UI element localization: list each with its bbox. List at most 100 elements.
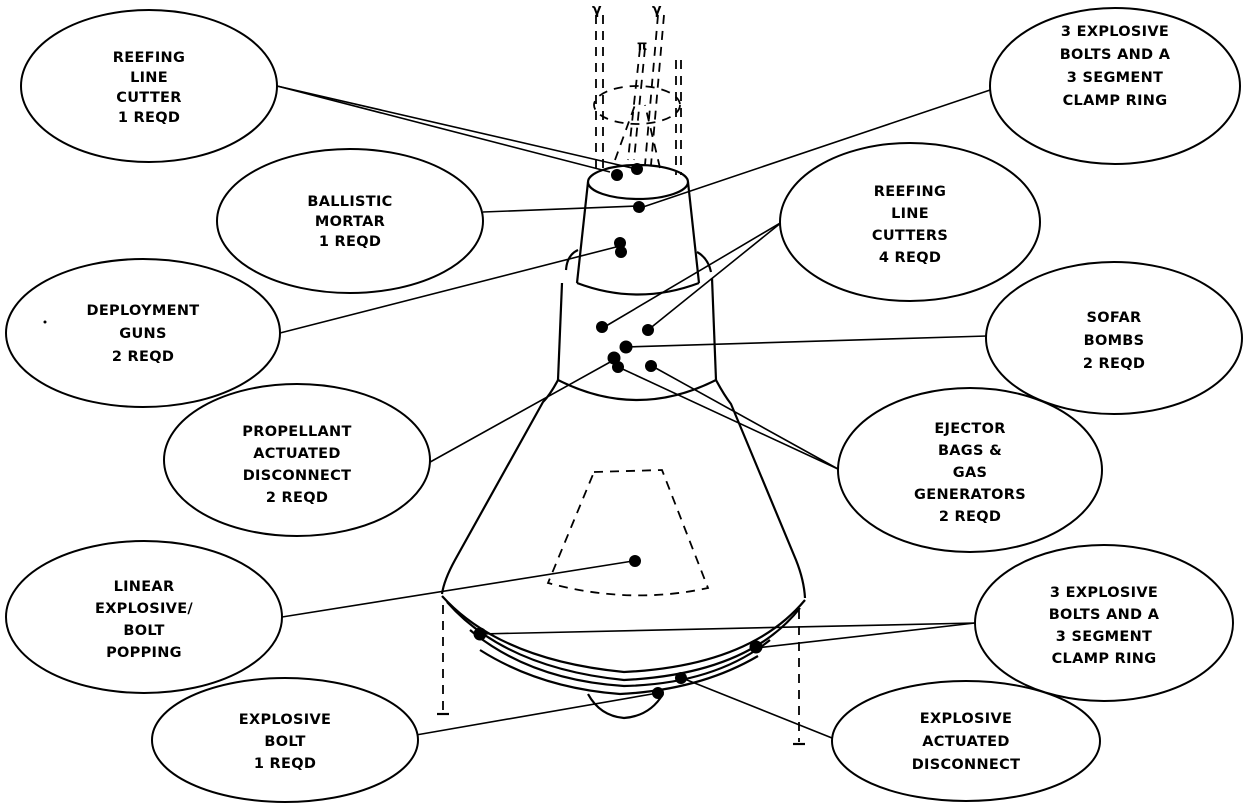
callout-bubble xyxy=(779,142,1041,302)
callout-ballistic-mortar: BALLISTIC MORTAR 1 REQD xyxy=(216,148,484,294)
device-marker xyxy=(612,361,624,373)
callout-linear-explosive-bolt-popping: LINEAR EXPLOSIVE/ BOLT POPPING xyxy=(5,540,283,694)
parachute-ring xyxy=(593,85,681,125)
callout-text-line: MORTAR xyxy=(315,214,385,230)
callout-text-line: BOMBS xyxy=(1084,333,1145,349)
callout-text-line: 3 SEGMENT xyxy=(1067,70,1163,86)
callout-text-line: 2 REQD xyxy=(266,490,328,506)
callout-bubble xyxy=(20,9,278,163)
callout-text-line: 1 REQD xyxy=(254,756,316,772)
callout-text-line: CLAMP RING xyxy=(1063,93,1168,109)
callout-text-line: GUNS xyxy=(119,326,166,342)
device-marker xyxy=(615,246,627,258)
compartment-left-edge xyxy=(556,282,564,381)
callout-text-line: BOLTS AND A xyxy=(1060,47,1171,63)
callout-text-line: EXPLOSIVE xyxy=(920,711,1012,727)
canister-right-edge xyxy=(686,181,701,284)
callout-explosive-bolt: EXPLOSIVE BOLT 1 REQD xyxy=(151,677,419,803)
callout-text-line: POPPING xyxy=(106,645,182,661)
parachute-line xyxy=(614,104,636,161)
leader-reefing-line-cutter xyxy=(276,85,633,169)
callout-bubble xyxy=(163,383,431,537)
capsule-body: γ γ π xyxy=(437,2,807,746)
leader-reefing-cutters xyxy=(605,221,783,327)
parachute-line-tip: π xyxy=(637,39,647,54)
callout-text-line: BOLT xyxy=(123,623,164,639)
device-marker xyxy=(642,324,654,336)
callout-text-line: 2 REQD xyxy=(1083,356,1145,372)
speck xyxy=(43,320,47,324)
callout-text-line: LINE xyxy=(130,70,168,86)
parachute-line xyxy=(644,104,661,169)
leader-deployment-guns xyxy=(279,245,621,334)
callout-bubble xyxy=(151,677,419,803)
callout-bubble xyxy=(974,544,1234,702)
compartment-bottom xyxy=(557,379,717,402)
callout-bubble xyxy=(216,148,484,294)
parachute-line xyxy=(627,47,641,161)
device-marker xyxy=(652,687,664,699)
callout-text-line: 1 REQD xyxy=(319,234,381,250)
callout-text-line: BAGS & xyxy=(938,443,1002,459)
callout-text-line: EXPLOSIVE/ xyxy=(95,601,193,617)
leader-linear-explosive xyxy=(281,560,634,618)
callout-text-line: 3 SEGMENT xyxy=(1056,629,1152,645)
canister-bottom xyxy=(576,281,700,296)
leader-propellant-disconnect xyxy=(422,360,613,467)
callout-text-line: 2 REQD xyxy=(939,509,1001,525)
leader-lines xyxy=(276,85,1003,739)
leader-ejector-bags xyxy=(615,365,839,470)
callout-text-line: REEFING xyxy=(113,50,185,66)
leader-clamp-ring-bottom xyxy=(755,622,976,649)
callout-bubble xyxy=(831,680,1101,802)
canister-left-edge xyxy=(575,181,590,284)
cone-right-edge xyxy=(715,379,807,599)
leader-explosive-bolt xyxy=(415,692,659,736)
callout-text-line: 3 EXPLOSIVE xyxy=(1050,585,1158,601)
window-outline xyxy=(546,469,710,597)
leader-clamp-ring-top xyxy=(639,85,1003,209)
callout-text-line: EXPLOSIVE xyxy=(239,712,331,728)
leader-reefing-line-cutter xyxy=(276,85,611,173)
heatshield-rim-2 xyxy=(446,601,801,682)
device-marker xyxy=(633,201,645,213)
device-marker xyxy=(619,340,633,354)
callout-text-line: DEPLOYMENT xyxy=(87,303,200,319)
callout-text-line: CUTTER xyxy=(116,90,181,106)
leader-ejector-bags xyxy=(651,365,839,470)
callout-text-line: ACTUATED xyxy=(253,446,340,462)
callout-text-line: BOLTS AND A xyxy=(1049,607,1160,623)
callout-text-line: BOLT xyxy=(264,734,305,750)
callout-text-line: PROPELLANT xyxy=(242,424,351,440)
callout-propellant-actuated-disconnect: PROPELLANT ACTUATED DISCONNECT 2 REQD xyxy=(163,383,431,537)
leader-sofar-bombs xyxy=(624,335,988,348)
callout-text-line: 2 REQD xyxy=(112,349,174,365)
cone-left-edge xyxy=(440,379,559,595)
parachute-line xyxy=(633,47,646,161)
callout-bubble xyxy=(989,7,1241,165)
device-marker xyxy=(675,672,687,684)
callout-bubble xyxy=(5,540,283,694)
callout-sofar-bombs: SOFAR BOMBS 2 REQD xyxy=(985,261,1243,415)
callout-text-line: EJECTOR xyxy=(934,421,1005,437)
callout-text-line: CLAMP RING xyxy=(1052,651,1157,667)
device-marker xyxy=(629,555,641,567)
device-marker xyxy=(473,627,487,641)
callout-text-line: 1 REQD xyxy=(118,110,180,126)
callout-text-line: LINEAR xyxy=(114,579,175,595)
callout-explosive-bolts-clamp-ring-top: 3 EXPLOSIVE BOLTS AND A 3 SEGMENT CLAMP … xyxy=(989,7,1241,165)
callout-text-line: 3 EXPLOSIVE xyxy=(1061,24,1169,40)
callout-explosive-actuated-disconnect: EXPLOSIVE ACTUATED DISCONNECT xyxy=(831,680,1101,802)
device-marker xyxy=(749,640,763,654)
callout-text-line: GENERATORS xyxy=(914,487,1026,503)
heatshield-rim-4 xyxy=(479,649,759,696)
callout-text-line: DISCONNECT xyxy=(243,468,352,484)
parachute-line xyxy=(644,14,659,166)
device-marker xyxy=(645,360,657,372)
callout-text-line: REEFING xyxy=(874,184,946,200)
callout-text-line: GAS xyxy=(953,465,987,481)
compartment-top-right xyxy=(696,251,713,273)
parachute-line-tip: γ xyxy=(592,2,602,18)
